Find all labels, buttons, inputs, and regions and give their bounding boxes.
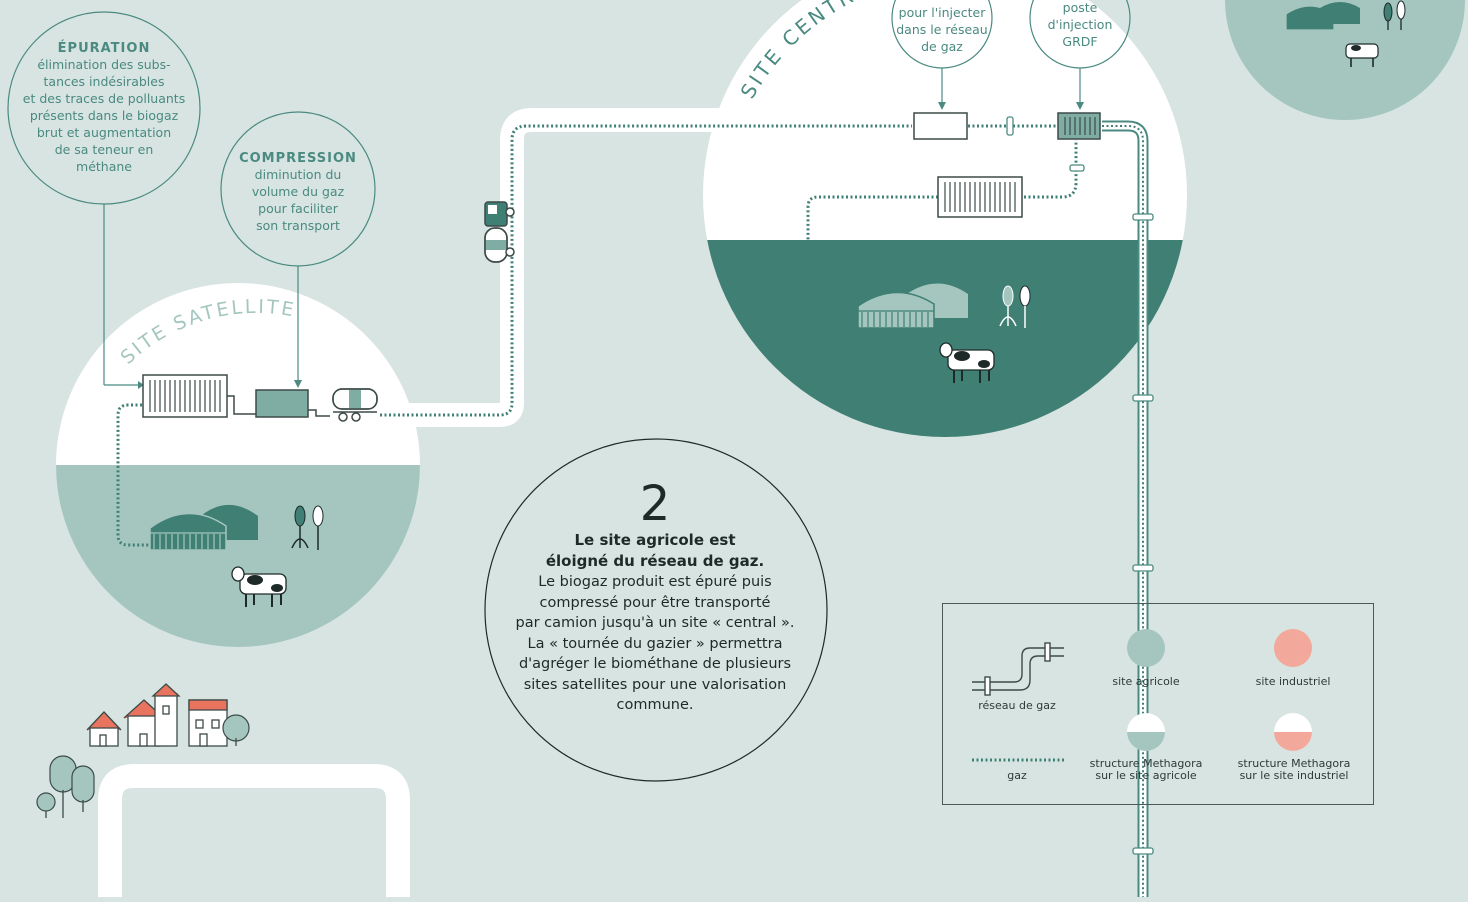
legend-label-structure-agricole: structure Methagora sur le site agricole [1076, 758, 1216, 782]
explanation-body-line: commune. [616, 697, 694, 713]
bubble-epuration-line: tances indésirables [43, 74, 165, 89]
explanation-text: 2 Le site agricole est éloigné du réseau… [490, 478, 820, 716]
bubble-grdf-line: GRDF [1062, 34, 1098, 49]
legend-label-reseau: réseau de gaz [978, 699, 1056, 712]
legend-structure-industriel-icon [1274, 713, 1312, 751]
equipment-epuration-icon [142, 374, 256, 418]
explanation-body-line: par camion jusqu'à un site « central ». [515, 615, 795, 631]
explanation-circle [484, 438, 828, 782]
legend-structure-industriel-line: sur le site industriel [1239, 769, 1349, 782]
legend-structure-agricole-icon [1127, 713, 1165, 751]
tanker-trailer-icon [332, 388, 378, 422]
bubble-epuration-line: élimination des subs- [37, 57, 171, 72]
bubble-injection-line: dans le réseau [896, 22, 988, 37]
crop-central-icon [999, 285, 1031, 328]
cow-topright-icon [1345, 43, 1379, 67]
digester-topright-icon [1285, 2, 1360, 31]
bubble-compression-line: pour faciliter [258, 201, 338, 216]
cow-icon [231, 566, 287, 607]
explanation-body-line: d'agréger le biométhane de plusieurs [518, 656, 792, 672]
crop-icon [291, 505, 324, 550]
legend-label-site-industriel: site industriel [1255, 675, 1331, 688]
bubble-injection: pour l'injecter dans le réseau de gaz [890, 4, 994, 55]
bubble-epuration-line: brut et augmentation [36, 125, 172, 140]
bubble-compression-line: son transport [256, 218, 340, 233]
bubble-compression: COMPRESSION diminution du volume du gaz … [228, 151, 368, 234]
site-partial-top-right [1225, 0, 1465, 120]
bubble-compression-title: COMPRESSION [239, 151, 357, 166]
site-central: SITE CENTRAL [703, 0, 1187, 437]
cow-central-icon [939, 342, 995, 383]
bubble-epuration-line: de sa teneur en [54, 142, 154, 157]
legend-structure-agricole-line: sur le site agricole [1095, 769, 1197, 782]
legend-label-gaz: gaz [1007, 769, 1027, 782]
explanation-heading-line: éloigné du réseau de gaz. [545, 552, 765, 570]
explanation-body-line: Le biogaz produit est épuré puis [538, 574, 772, 590]
connector-arrowheads [138, 102, 1084, 389]
bubble-grdf: poste d'injection GRDF [1032, 0, 1128, 50]
bubble-compression-line: diminution du [254, 167, 342, 182]
bubble-injection-line: de gaz [921, 39, 963, 54]
explanation-body-line: La « tournée du gazier » permettra [527, 635, 783, 652]
legend-structure-agricole-line: structure Methagora [1089, 757, 1203, 770]
legend-site-agricole-icon [1127, 629, 1165, 667]
explanation-body-line: sites satellites pour une valorisation [523, 676, 787, 693]
explanation-body-line: compressé pour être transporté [539, 594, 771, 611]
legend [942, 603, 1374, 805]
bubble-epuration: ÉPURATION élimination des subs- tances i… [10, 41, 198, 175]
bubble-outlines [7, 0, 1131, 386]
legend-site-industriel-icon [1274, 629, 1312, 667]
legend-structure-industriel-line: structure Methagora [1237, 757, 1351, 770]
bubble-epuration-line: et des traces de polluants [22, 91, 186, 106]
bubble-grdf-line: poste [1062, 0, 1098, 15]
tree-icon [36, 714, 250, 818]
digester-dome-icon [149, 504, 258, 551]
equipment-central-filter-icon [937, 176, 1023, 218]
bubble-injection-line: pour l'injecter [898, 5, 986, 20]
house-icon [86, 683, 228, 747]
bubble-epuration-title: ÉPURATION [57, 41, 151, 56]
pipe-valve-icon [972, 642, 1064, 696]
explanation-heading-line: Le site agricole est [574, 531, 736, 549]
legend-label-site-agricole: site agricole [1112, 675, 1180, 688]
gas-truck-icon [484, 201, 515, 263]
injection-station-icon [913, 112, 1101, 140]
bubble-epuration-line: méthane [76, 159, 132, 174]
step-number: 2 [639, 476, 671, 532]
crop-topright-icon [1383, 0, 1406, 30]
bubble-compression-line: volume du gaz [251, 184, 345, 199]
gas-dotted-lines [116, 124, 1078, 547]
bubble-epuration-line: présents dans le biogaz [29, 108, 179, 123]
bubble-grdf-line: d'injection [1047, 17, 1113, 32]
gas-pipeline [1006, 116, 1154, 897]
digester-dome-central-icon [857, 283, 968, 329]
site-satellite: SITE SATELLITE [56, 283, 420, 647]
legend-label-structure-industriel: structure Methagora sur le site industri… [1222, 758, 1366, 782]
equipment-compression-icon [255, 389, 330, 418]
